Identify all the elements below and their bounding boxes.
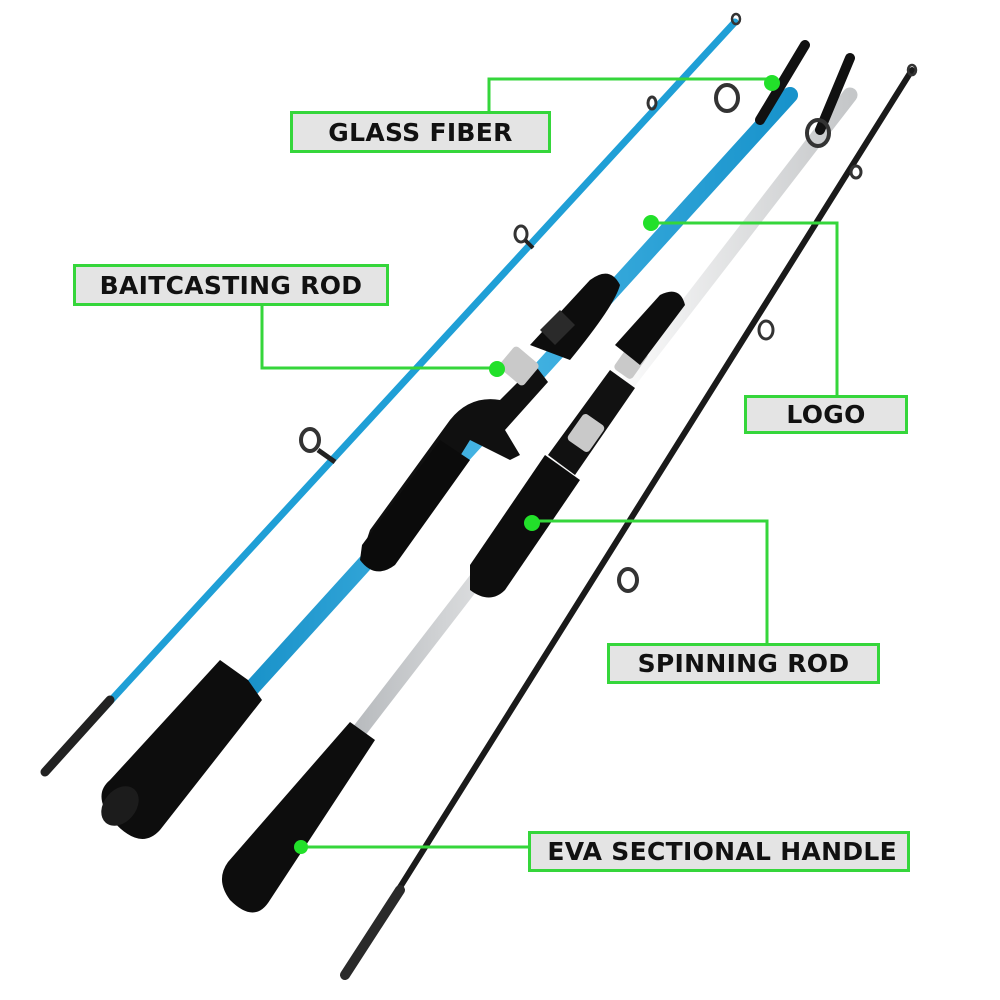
line-guide-icon <box>757 319 775 341</box>
line-guide-icon <box>299 427 337 465</box>
tip-top-guide-icon <box>906 63 918 77</box>
spinning-butt-section-rod <box>221 53 858 913</box>
spinning-leader-line <box>532 519 769 644</box>
glass-fiber-label: GLASS FIBER <box>290 111 551 153</box>
baitcasting-marker-dot <box>489 361 505 377</box>
logo-leader-line <box>651 221 839 396</box>
baitcasting-butt-section-rod <box>101 40 810 839</box>
logo-label: LOGO <box>744 395 908 434</box>
glass-fiber-marker-dot <box>764 75 780 91</box>
blue-tip-section-rod <box>40 12 742 777</box>
line-guide-icon <box>805 118 831 148</box>
glass-fiber-leader-line <box>487 77 772 112</box>
spinning-marker-dot <box>524 515 540 531</box>
line-guide-icon <box>617 567 639 593</box>
baitcasting-leader-line <box>260 305 497 370</box>
eva-handle-marker-dot <box>294 840 308 854</box>
tip-top-guide-icon <box>730 12 742 26</box>
baitcasting-rod-label: BAITCASTING ROD <box>73 264 389 306</box>
logo-marker-dot <box>643 215 659 231</box>
eva-sectional-handle-label: EVA SECTIONAL HANDLE <box>528 831 910 872</box>
line-guide-icon <box>849 164 863 180</box>
line-guide-icon <box>513 224 535 250</box>
line-guide-icon <box>714 83 740 113</box>
line-guide-icon <box>646 95 658 111</box>
spinning-rod-label: SPINNING ROD <box>607 643 880 684</box>
